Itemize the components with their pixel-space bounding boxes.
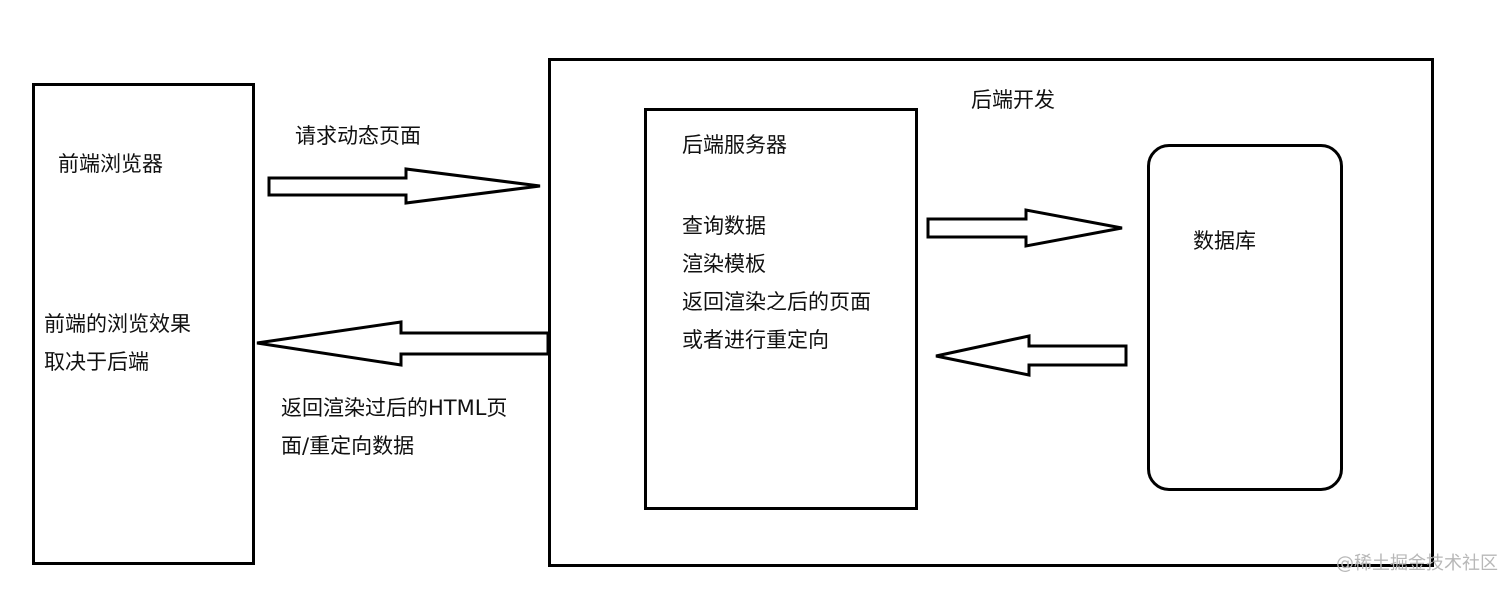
backend-development-box: [548, 58, 1434, 567]
backend-development-title: 后端开发: [971, 88, 1055, 112]
frontend-browser-box: [32, 83, 255, 565]
server-step-render-template: 渲染模板: [682, 252, 766, 276]
response-label: 返回渲染过后的HTML页 面/重定向数据: [281, 389, 507, 465]
frontend-browser-description: 前端的浏览效果 取决于后端: [44, 305, 191, 381]
query-arrow: [926, 208, 1123, 248]
request-label: 请求动态页面: [295, 124, 421, 148]
result-arrow: [935, 334, 1128, 377]
response-label-line-1: 返回渲染过后的HTML页: [281, 396, 508, 420]
request-arrow: [267, 167, 541, 205]
server-step-query-data: 查询数据: [682, 214, 766, 238]
frontend-description-line-1: 前端的浏览效果: [44, 312, 191, 336]
server-step-return-page: 返回渲染之后的页面: [682, 290, 871, 314]
backend-server-title: 后端服务器: [682, 133, 787, 157]
frontend-browser-title: 前端浏览器: [58, 152, 163, 176]
backend-server-steps: 查询数据 渲染模板 返回渲染之后的页面 或者进行重定向: [682, 207, 871, 359]
frontend-description-line-2: 取决于后端: [44, 350, 149, 374]
response-label-line-2: 面/重定向数据: [281, 434, 415, 458]
watermark-text: @稀土掘金技术社区: [1336, 553, 1498, 574]
server-step-redirect: 或者进行重定向: [682, 328, 829, 352]
database-box: [1147, 144, 1343, 491]
response-arrow: [256, 320, 550, 367]
database-title: 数据库: [1193, 229, 1256, 253]
backend-server-box: [644, 108, 918, 510]
